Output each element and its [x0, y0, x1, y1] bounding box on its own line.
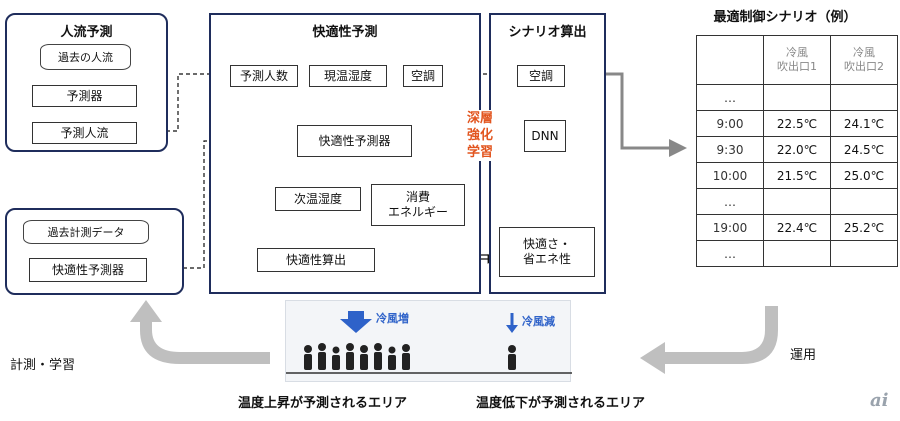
table-cell: 24.5℃: [830, 136, 898, 163]
table-cell: [763, 188, 831, 215]
table-cell: 21.5℃: [763, 162, 831, 189]
scenario-aircon-box: 空調: [517, 65, 565, 87]
cool-up-arrow-icon: [340, 319, 372, 333]
predictor-box: 予測器: [32, 85, 137, 107]
table-cell: 22.0℃: [763, 136, 831, 163]
cool-down-arrow-icon: [506, 325, 518, 333]
learn-label: 計測・学習: [10, 358, 76, 373]
table-cell: 22.5℃: [763, 110, 831, 137]
pred-people-box: 予測人数: [230, 65, 298, 87]
people-flow-title: 人流予測: [60, 25, 113, 40]
table-row: …: [696, 188, 898, 215]
predicted-flow-box: 予測人流: [32, 122, 137, 144]
area-up-label: 温度上昇が予測されるエリア: [238, 396, 408, 411]
table-cell: 9:00: [696, 110, 764, 137]
crowd-icon: [304, 343, 410, 370]
operate-big-arrow: [640, 306, 778, 374]
table-title: 最適制御シナリオ（例）: [713, 10, 857, 25]
table-row: …: [696, 240, 898, 267]
past-comfort-predictor-box: 快適性予測器: [29, 258, 147, 282]
past-data-db: 過去計測データ: [23, 220, 149, 244]
next-temp-box: 次温湿度: [275, 187, 361, 211]
header-cell-0: [696, 35, 764, 85]
learn-big-arrow: [130, 300, 270, 364]
table-cell: [830, 84, 898, 111]
table-cell: 10:00: [696, 162, 764, 189]
area-down-label: 温度低下が予測されるエリア: [476, 396, 646, 411]
area-illustration: 冷風増 冷風減: [285, 300, 572, 382]
operate-label: 運用: [790, 348, 817, 363]
table-cell: …: [696, 84, 764, 111]
cool-up-label: 冷風増: [376, 312, 409, 325]
cool-down-label: 冷風減: [522, 315, 555, 328]
table-header-row: 冷風 吹出口1 冷風 吹出口2: [696, 35, 898, 85]
table-cell: [830, 188, 898, 215]
dnn-box: DNN: [524, 120, 566, 152]
table-cell: 25.0℃: [830, 162, 898, 189]
energy-box: 消費 エネルギー: [371, 184, 465, 226]
table-cell: 22.4℃: [763, 214, 831, 241]
scenario-title: シナリオ算出: [508, 25, 587, 40]
scenario-panel: シナリオ算出 空調 DNN 快適さ・ 省エネ性: [489, 13, 606, 294]
table-cell: 24.1℃: [830, 110, 898, 137]
table-cell: …: [696, 240, 764, 267]
table-cell: …: [696, 188, 764, 215]
table-cell: [830, 240, 898, 267]
people-flow-panel: 人流予測 過去の人流 予測器 予測人流: [5, 13, 168, 152]
cur-temp-box: 現温湿度: [309, 65, 387, 87]
table-cell: 9:30: [696, 136, 764, 163]
table-row: …: [696, 84, 898, 111]
single-person-icon: [508, 345, 516, 370]
table-cell: [763, 240, 831, 267]
comfort-panel: 快適性予測 予測人数 現温湿度 空調 快適性予測器 次温湿度 消費 エネルギー …: [209, 13, 481, 294]
table-cell: 25.2℃: [830, 214, 898, 241]
comfort-title: 快適性予測: [312, 25, 378, 40]
past-data-panel: 過去計測データ 快適性予測器: [5, 208, 184, 295]
header-cell-2: 冷風 吹出口2: [830, 35, 898, 85]
past-flow-db: 過去の人流: [40, 44, 131, 70]
ai-logo: ai: [870, 390, 889, 411]
table-cell: 19:00: [696, 214, 764, 241]
comfort-calc-box: 快適性算出: [257, 248, 375, 272]
result-box: 快適さ・ 省エネ性: [499, 227, 595, 277]
aircon-box: 空調: [403, 65, 443, 87]
arrow-predflow-to-predpeople: [138, 69, 228, 132]
comfort-predictor-box: 快適性予測器: [297, 125, 412, 157]
header-cell-1: 冷風 吹出口1: [763, 35, 831, 85]
table-cell: [763, 84, 831, 111]
rl-label: 深層 強化 学習: [452, 110, 508, 161]
